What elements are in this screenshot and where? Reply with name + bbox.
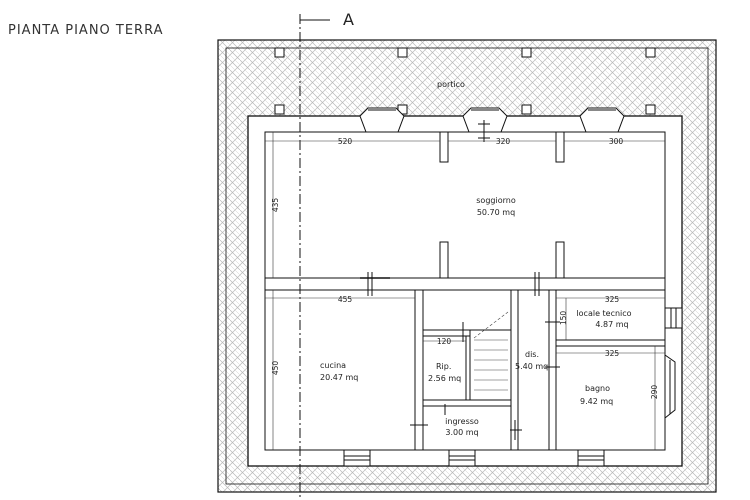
bay-window — [579, 107, 625, 133]
staircase — [473, 311, 509, 391]
room-dis-area: 5.40 mq — [515, 362, 548, 371]
room-cucina-area: 20.47 mq — [320, 373, 358, 382]
column — [397, 47, 408, 58]
dim-bagno-w: 325 — [605, 349, 620, 358]
column — [521, 47, 532, 58]
dim-locale-w: 325 — [605, 295, 620, 304]
room-rip-name: Rip. — [436, 362, 451, 371]
room-soggiorno-area: 50.70 mq — [477, 208, 515, 217]
section-marker-label: A — [343, 10, 354, 29]
window — [343, 449, 371, 467]
window — [664, 307, 683, 329]
dim-cucina-w: 455 — [338, 295, 353, 304]
column — [274, 47, 285, 58]
door-marks — [360, 120, 560, 440]
dimension-lines — [265, 132, 665, 450]
column — [274, 104, 285, 115]
dim-cucina-h: 450 — [271, 361, 280, 376]
room-soggiorno-name: soggiorno — [476, 196, 516, 205]
room-locale-name: locale tecnico — [576, 309, 631, 318]
room-labels: soggiorno 50.70 mq cucina 20.47 mq Rip. … — [320, 196, 632, 437]
room-ingresso-area: 3.00 mq — [445, 428, 478, 437]
column — [521, 104, 532, 115]
bay-window — [359, 107, 405, 133]
dim-soggiorno-w3: 300 — [609, 137, 624, 146]
dimension-labels: 520 320 300 435 455 450 120 325 150 325 … — [271, 137, 659, 399]
plan-title: PIANTA PIANO TERRA — [8, 23, 164, 38]
interior-walls — [265, 131, 666, 450]
bay-window — [462, 107, 508, 133]
porch-label: portico — [437, 80, 465, 89]
room-ingresso-name: ingresso — [445, 417, 479, 426]
room-bagno-name: bagno — [585, 384, 610, 393]
column — [645, 104, 656, 115]
column — [645, 47, 656, 58]
room-dis-name: dis. — [525, 350, 539, 359]
room-locale-area: 4.87 mq — [595, 320, 628, 329]
window — [448, 449, 476, 467]
room-bagno-area: 9.42 mq — [580, 397, 613, 406]
porch-columns — [274, 47, 656, 115]
windows — [343, 107, 683, 467]
dim-soggiorno-w2: 320 — [496, 137, 511, 146]
section-line-a — [299, 14, 330, 500]
dim-locale-h: 150 — [559, 311, 568, 326]
dim-soggiorno-w1: 520 — [338, 137, 353, 146]
dim-bagno-h: 290 — [650, 385, 659, 400]
dim-soggiorno-h: 435 — [271, 198, 280, 213]
window — [577, 449, 605, 467]
room-cucina-name: cucina — [320, 361, 346, 370]
dim-rip-w: 120 — [437, 337, 452, 346]
room-rip-area: 2.56 mq — [428, 374, 461, 383]
